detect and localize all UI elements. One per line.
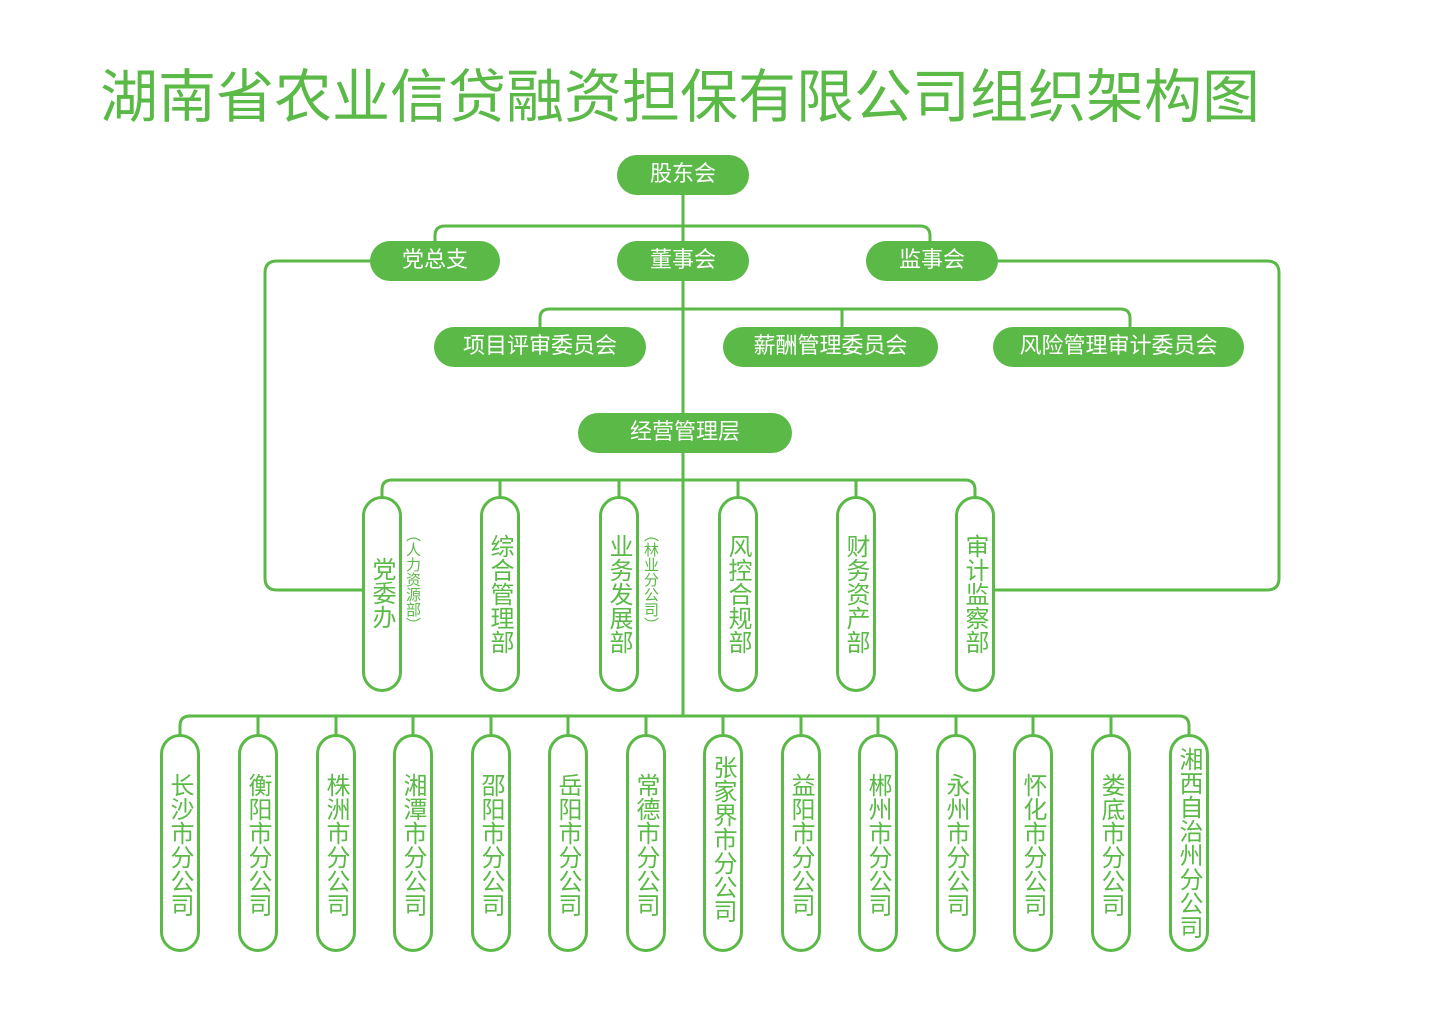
- node-branch-company: 湘西自治州分公司: [1169, 734, 1209, 952]
- department-name: 业务发展部: [605, 534, 633, 654]
- department-name: 党委办: [368, 557, 396, 629]
- branch-company-name: 长沙市分公司: [166, 773, 194, 917]
- branch-company-name: 娄底市分公司: [1097, 773, 1125, 917]
- supervisor-loop-line: [993, 259, 1281, 592]
- node-department: 审计监察部: [955, 496, 995, 692]
- branch-company-name: 怀化市分公司: [1019, 773, 1047, 917]
- node-branch-company: 永州市分公司: [936, 734, 976, 952]
- node-department: 党委办: [362, 496, 402, 692]
- node-committee: 风险管理审计委员会: [993, 327, 1244, 367]
- node-branch-company: 长沙市分公司: [160, 734, 200, 952]
- node-branch-company: 益阳市分公司: [781, 734, 821, 952]
- branch-company-name: 湘西自治州分公司: [1175, 747, 1203, 939]
- branch-company-name: 永州市分公司: [942, 773, 970, 917]
- node-board: 董事会: [617, 241, 749, 281]
- node-branch-company: 怀化市分公司: [1013, 734, 1053, 952]
- node-branch-company: 湘潭市分公司: [393, 734, 433, 952]
- node-branch-company: 岳阳市分公司: [548, 734, 588, 952]
- node-committee: 薪酬管理委员会: [723, 327, 938, 367]
- branch-company-name: 湘潭市分公司: [399, 773, 427, 917]
- node-management: 经营管理层: [578, 413, 792, 453]
- branch-company-name: 常德市分公司: [632, 773, 660, 917]
- node-department: 综合管理部: [480, 496, 520, 692]
- node-shareholders: 股东会: [617, 155, 749, 195]
- node-branch-company: 邵阳市分公司: [471, 734, 511, 952]
- branch-company-name: 张家界市分公司: [709, 755, 737, 923]
- node-department: 业务发展部: [599, 496, 639, 692]
- node-branch-company: 衡阳市分公司: [238, 734, 278, 952]
- node-branch-company: 郴州市分公司: [858, 734, 898, 952]
- department-note: （人力资源部）: [404, 527, 422, 632]
- branch-company-name: 郴州市分公司: [864, 773, 892, 917]
- page-title: 湖南省农业信贷融资担保有限公司组织架构图: [100, 63, 1261, 131]
- department-name: 审计监察部: [961, 534, 989, 654]
- branch-company-name: 益阳市分公司: [787, 773, 815, 917]
- department-branch-line: [380, 478, 977, 499]
- top-branch-line: [433, 224, 932, 248]
- party-loop-line: [263, 259, 374, 592]
- branch-company-name: 株洲市分公司: [322, 773, 350, 917]
- node-branch-company: 娄底市分公司: [1091, 734, 1131, 952]
- node-department: 财务资产部: [836, 496, 876, 692]
- node-committee: 项目评审委员会: [434, 327, 646, 367]
- committee-branch-line: [538, 307, 1132, 334]
- branch-company-name: 岳阳市分公司: [554, 773, 582, 917]
- node-supervisors: 监事会: [866, 241, 998, 281]
- department-name: 财务资产部: [842, 534, 870, 654]
- department-name: 风控合规部: [724, 534, 752, 654]
- branch-company-name: 衡阳市分公司: [244, 773, 272, 917]
- node-party-branch: 党总支: [370, 241, 500, 281]
- node-department: 风控合规部: [718, 496, 758, 692]
- node-branch-company: 张家界市分公司: [703, 734, 743, 952]
- branch-company-line: [178, 714, 1191, 737]
- node-branch-company: 株洲市分公司: [316, 734, 356, 952]
- department-note: （林业分公司）: [642, 527, 660, 632]
- node-branch-company: 常德市分公司: [626, 734, 666, 952]
- branch-company-name: 邵阳市分公司: [477, 773, 505, 917]
- department-name: 综合管理部: [486, 534, 514, 654]
